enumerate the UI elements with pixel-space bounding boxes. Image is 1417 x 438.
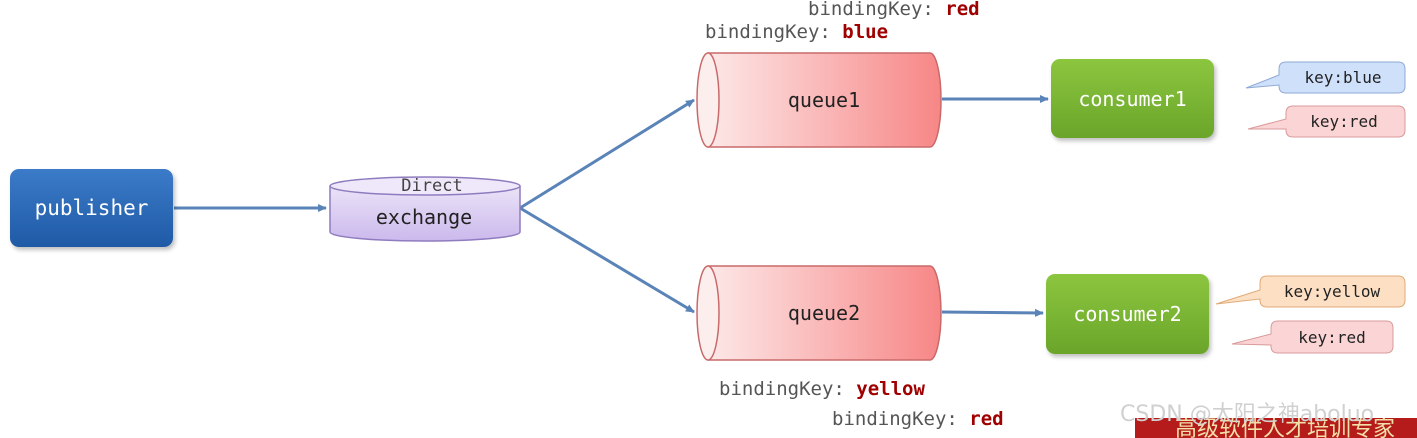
arrows [174,95,1049,317]
brand-banner: 高级软件人才培训专家 [1135,418,1417,438]
binding-key-label: bindingKey: [719,378,845,400]
brand-banner-text: 高级软件人才培训专家 [1175,418,1396,438]
exchange-type-label: Direct [401,176,462,196]
exchange-to-queue1-arrow [519,98,695,210]
queue2-node: queue2 [696,265,942,361]
binding-key-value: blue [842,21,889,43]
consumer1-node: consumer1 [1051,59,1214,138]
consumer2-label: consumer2 [1073,302,1182,326]
binding-key-label: bindingKey: [832,408,958,430]
binding-key-value: red [969,408,1004,430]
binding-key-q2-yellow: bindingKey: yellow [719,378,925,400]
bubble-c2-yellow-text: key:yellow [1284,282,1381,301]
bubble-c1-red-text: key:red [1310,112,1377,131]
binding-key-q2-red: bindingKey: red [832,408,1004,430]
bubble-c2-yellow: key:yellow [1215,275,1406,308]
queue1-label: queue1 [788,88,860,112]
queue1-node: queue1 [696,52,942,148]
consumer1-label: consumer1 [1078,86,1187,111]
queue2-label: queue2 [788,301,860,325]
consumer2-node: consumer2 [1046,274,1209,354]
publisher-label: publisher [34,196,149,220]
binding-key-label: bindingKey: [705,21,831,43]
csdn-watermark: CSDN @太阳之神aboluo [1120,402,1375,427]
bubble-c2-red-text: key:red [1298,328,1365,347]
bubble-c1-blue-text: key:blue [1304,68,1381,87]
exchange-to-queue2-arrow [519,206,695,314]
binding-key-q1-red: bindingKey: red [808,0,980,20]
binding-key-q1-blue: bindingKey: blue [705,21,888,43]
bubble-c1-blue: key:blue [1245,61,1406,94]
binding-key-value: yellow [856,378,925,400]
exchange-label: exchange [376,205,472,229]
publisher-node: publisher [10,169,173,247]
binding-key-value: red [945,0,980,20]
queue2-to-consumer2-arrow [941,308,1044,317]
bubble-c2-red: key:red [1231,320,1394,354]
exchange-node: Direct exchange [329,176,521,242]
bubble-c1-red: key:red [1247,105,1406,138]
binding-key-label: bindingKey: [808,0,934,20]
